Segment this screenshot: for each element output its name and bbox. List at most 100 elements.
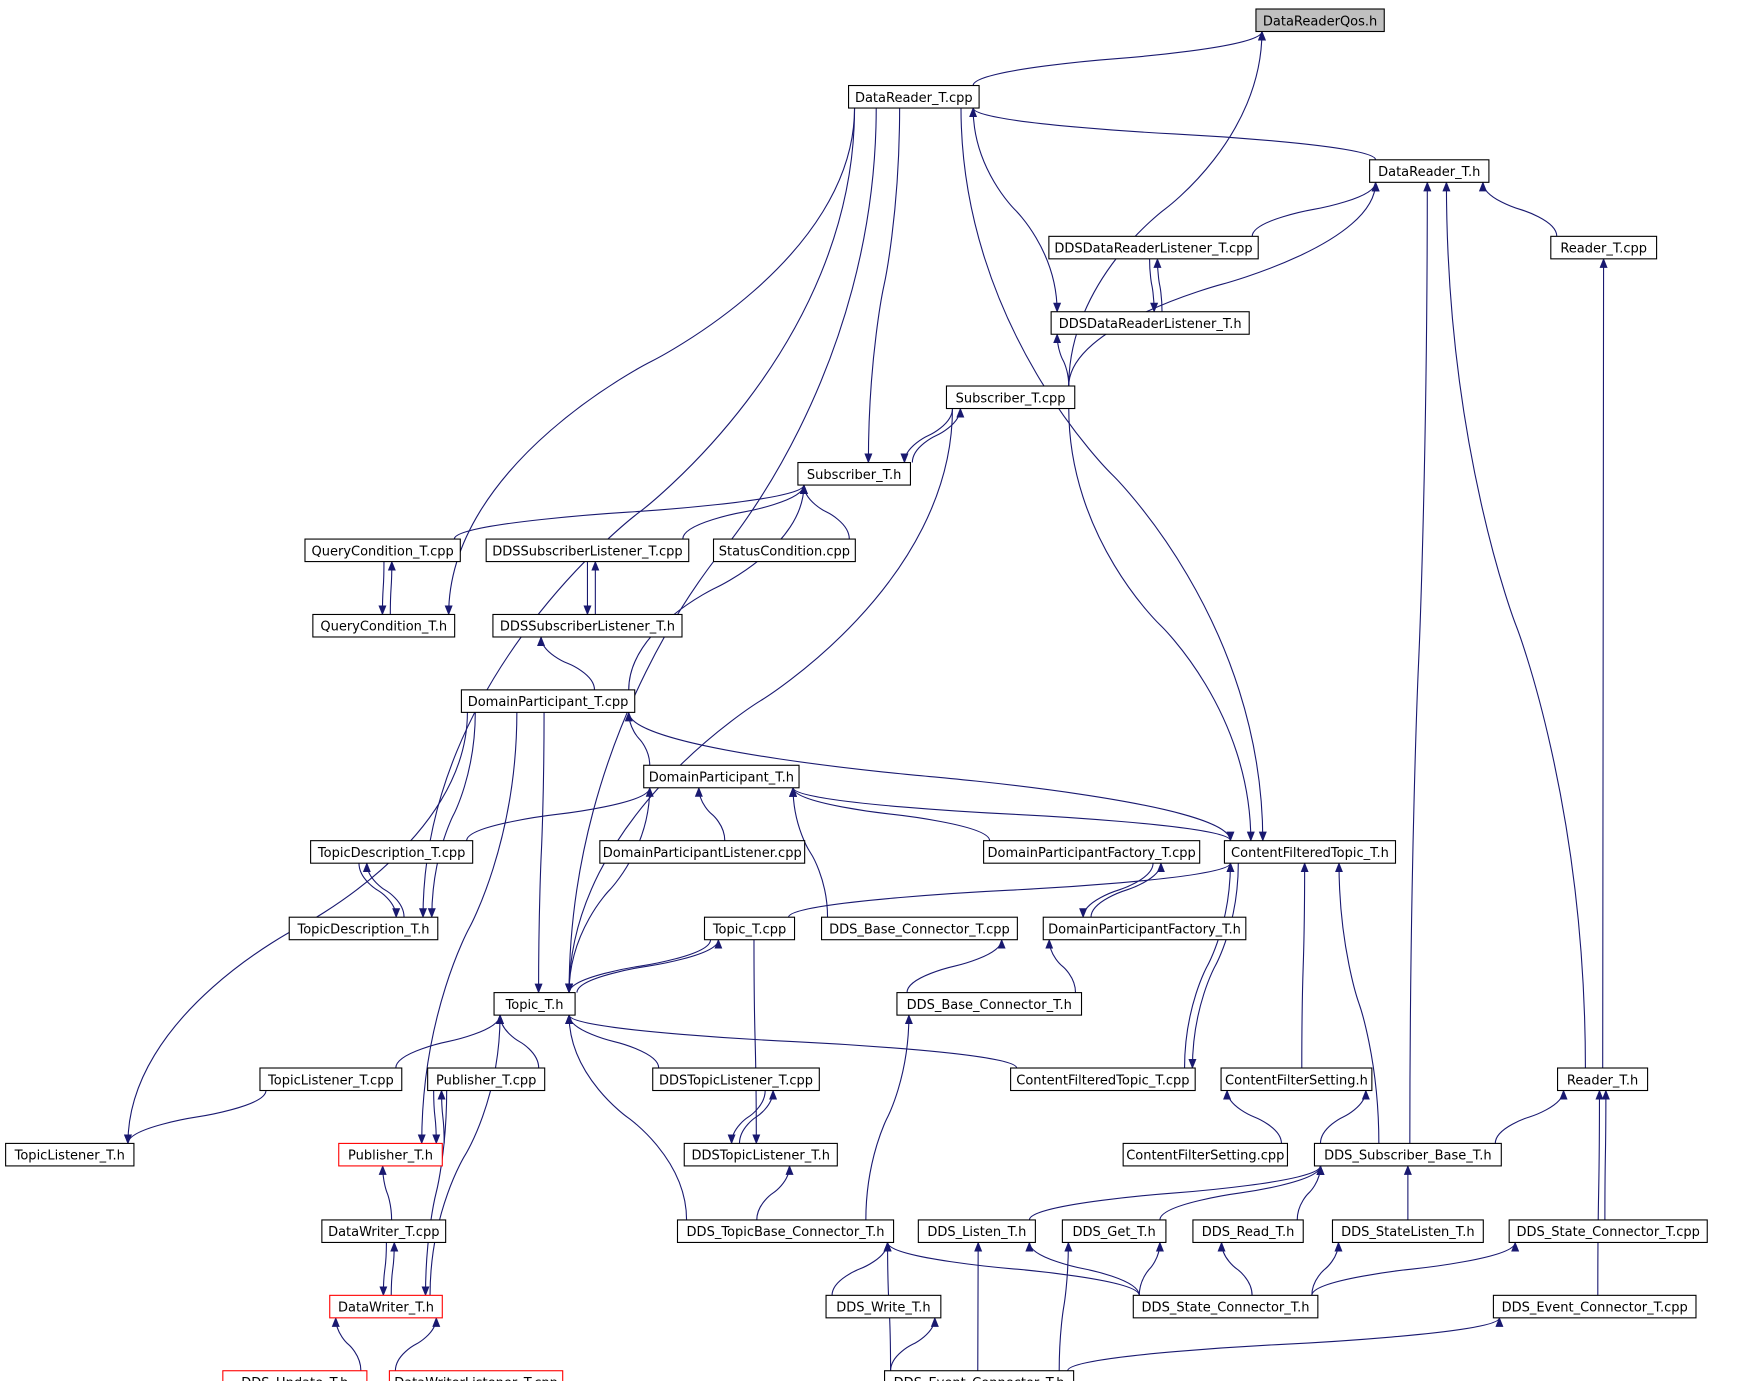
node-tdh[interactable]: TopicDescription_T.h <box>288 916 439 941</box>
node-box[interactable] <box>321 1219 447 1243</box>
node-drdh[interactable]: DDS_Read_T.h <box>1192 1219 1304 1243</box>
node-box[interactable] <box>1557 1067 1649 1092</box>
node-ddsslcpp[interactable]: DDSSubscriberListener_T.cpp <box>485 538 690 563</box>
node-box[interactable] <box>1220 1067 1373 1092</box>
node-box[interactable] <box>1313 1142 1502 1167</box>
node-drth[interactable]: DataReader_T.h <box>1369 159 1490 183</box>
node-readercpp[interactable]: Reader_T.cpp <box>1550 235 1658 260</box>
node-box[interactable] <box>1508 1219 1708 1243</box>
node-box[interactable] <box>896 992 1083 1016</box>
node-qch[interactable]: QueryCondition_T.h <box>312 613 456 638</box>
node-box[interactable] <box>492 613 683 638</box>
node-dpfh[interactable]: DomainParticipantFactory_T.h <box>1042 916 1247 941</box>
node-box[interactable] <box>493 992 576 1016</box>
node-cftcpp[interactable]: ContentFilteredTopic_T.cpp <box>1010 1067 1196 1092</box>
node-ddstlcpp[interactable]: DDSTopicListener_T.cpp <box>652 1067 820 1092</box>
node-ddsslh[interactable]: DDSSubscriberListener_T.h <box>492 613 683 638</box>
node-duh[interactable]: DDS_Update_T.h <box>222 1370 368 1381</box>
node-dwcpp[interactable]: DataWriter_T.cpp <box>321 1219 447 1243</box>
node-cfsh[interactable]: ContentFilterSetting.h <box>1220 1067 1373 1092</box>
node-ddstlh[interactable]: DDSTopicListener_T.h <box>683 1142 838 1167</box>
node-tdcpp[interactable]: TopicDescription_T.cpp <box>310 840 474 864</box>
node-box[interactable] <box>703 916 796 941</box>
node-box[interactable] <box>1050 311 1250 335</box>
node-box[interactable] <box>712 538 856 563</box>
node-box[interactable] <box>329 1294 443 1319</box>
node-box[interactable] <box>1122 1142 1289 1167</box>
node-cfscpp[interactable]: ContentFilterSetting.cpp <box>1122 1142 1289 1167</box>
node-dph[interactable]: DomainParticipant_T.h <box>643 764 800 789</box>
node-dtbch[interactable]: DDS_TopicBase_Connector_T.h <box>676 1219 895 1243</box>
node-pubh[interactable]: Publisher_T.h <box>338 1142 443 1167</box>
node-dech[interactable]: DDS_Event_Connector_T.h <box>884 1370 1075 1381</box>
node-box[interactable] <box>288 916 439 941</box>
node-box[interactable] <box>304 538 461 563</box>
node-box[interactable] <box>1042 916 1247 941</box>
node-readerh[interactable]: Reader_T.h <box>1557 1067 1649 1092</box>
node-decpp[interactable]: DDS_Event_Connector_T.cpp <box>1492 1294 1697 1319</box>
node-box[interactable] <box>222 1370 368 1381</box>
node-box[interactable] <box>599 840 806 864</box>
node-box[interactable] <box>310 840 474 864</box>
node-box[interactable] <box>884 1370 1075 1381</box>
node-box[interactable] <box>1048 235 1259 260</box>
node-box[interactable] <box>797 461 912 486</box>
node-box[interactable] <box>427 1067 546 1092</box>
node-ddsdrlh[interactable]: DDSDataReaderListener_T.h <box>1050 311 1250 335</box>
node-box[interactable] <box>1223 840 1397 864</box>
node-box[interactable] <box>917 1219 1036 1243</box>
node-box[interactable] <box>312 613 456 638</box>
node-box[interactable] <box>848 84 980 109</box>
node-dslh[interactable]: DDS_StateListen_T.h <box>1331 1219 1484 1243</box>
node-box[interactable] <box>485 538 690 563</box>
node-topich[interactable]: Topic_T.h <box>493 992 576 1016</box>
node-box[interactable] <box>676 1219 895 1243</box>
node-dpcpp[interactable]: DomainParticipant_T.cpp <box>460 689 636 713</box>
node-box[interactable] <box>983 840 1201 864</box>
node-box[interactable] <box>338 1142 443 1167</box>
node-box[interactable] <box>1331 1219 1484 1243</box>
node-ddsdrlcpp[interactable]: DDSDataReaderListener_T.cpp <box>1048 235 1259 260</box>
node-box[interactable] <box>259 1067 403 1092</box>
node-box[interactable] <box>460 689 636 713</box>
node-box[interactable] <box>820 916 1018 941</box>
node-dsccpp[interactable]: DDS_State_Connector_T.cpp <box>1508 1219 1708 1243</box>
node-dplcpp[interactable]: DomainParticipantListener.cpp <box>599 840 806 864</box>
node-dpfcpp[interactable]: DomainParticipantFactory_T.cpp <box>983 840 1201 864</box>
node-dbch[interactable]: DDS_Base_Connector_T.h <box>896 992 1083 1016</box>
node-qccpp[interactable]: QueryCondition_T.cpp <box>304 538 461 563</box>
node-box[interactable] <box>825 1294 942 1319</box>
node-subcpp[interactable]: Subscriber_T.cpp <box>945 385 1076 410</box>
node-box[interactable] <box>5 1142 135 1167</box>
node-box[interactable] <box>388 1370 564 1381</box>
node-pubcpp[interactable]: Publisher_T.cpp <box>427 1067 546 1092</box>
node-box[interactable] <box>1192 1219 1304 1243</box>
node-box[interactable] <box>652 1067 820 1092</box>
node-dsch[interactable]: DDS_State_Connector_T.h <box>1132 1294 1319 1319</box>
node-dwlcpp[interactable]: DataWriterListener_T.cpp <box>388 1370 564 1381</box>
node-dlh[interactable]: DDS_Listen_T.h <box>917 1219 1036 1243</box>
node-dwh[interactable]: DataWriter_T.h <box>329 1294 443 1319</box>
node-drtcpp[interactable]: DataReader_T.cpp <box>848 84 980 109</box>
node-box[interactable] <box>643 764 800 789</box>
node-box[interactable] <box>1061 1219 1167 1243</box>
node-subh[interactable]: Subscriber_T.h <box>797 461 912 486</box>
node-box[interactable] <box>1132 1294 1319 1319</box>
node-box[interactable] <box>1255 8 1385 33</box>
node-statuscond[interactable]: StatusCondition.cpp <box>712 538 856 563</box>
node-box[interactable] <box>1492 1294 1697 1319</box>
node-box[interactable] <box>945 385 1076 410</box>
node-tlcpp[interactable]: TopicListener_T.cpp <box>259 1067 403 1092</box>
node-dgh[interactable]: DDS_Get_T.h <box>1061 1219 1167 1243</box>
node-dsbh[interactable]: DDS_Subscriber_Base_T.h <box>1313 1142 1502 1167</box>
node-drqos[interactable]: DataReaderQos.h <box>1255 8 1385 33</box>
node-box[interactable] <box>683 1142 838 1167</box>
node-dwrh[interactable]: DDS_Write_T.h <box>825 1294 942 1319</box>
node-box[interactable] <box>1369 159 1490 183</box>
node-topiccpp[interactable]: Topic_T.cpp <box>703 916 796 941</box>
node-box[interactable] <box>1550 235 1658 260</box>
node-box[interactable] <box>1010 1067 1196 1092</box>
node-dbccpp[interactable]: DDS_Base_Connector_T.cpp <box>820 916 1018 941</box>
node-tlh[interactable]: TopicListener_T.h <box>5 1142 135 1167</box>
node-cfth[interactable]: ContentFilteredTopic_T.h <box>1223 840 1397 864</box>
